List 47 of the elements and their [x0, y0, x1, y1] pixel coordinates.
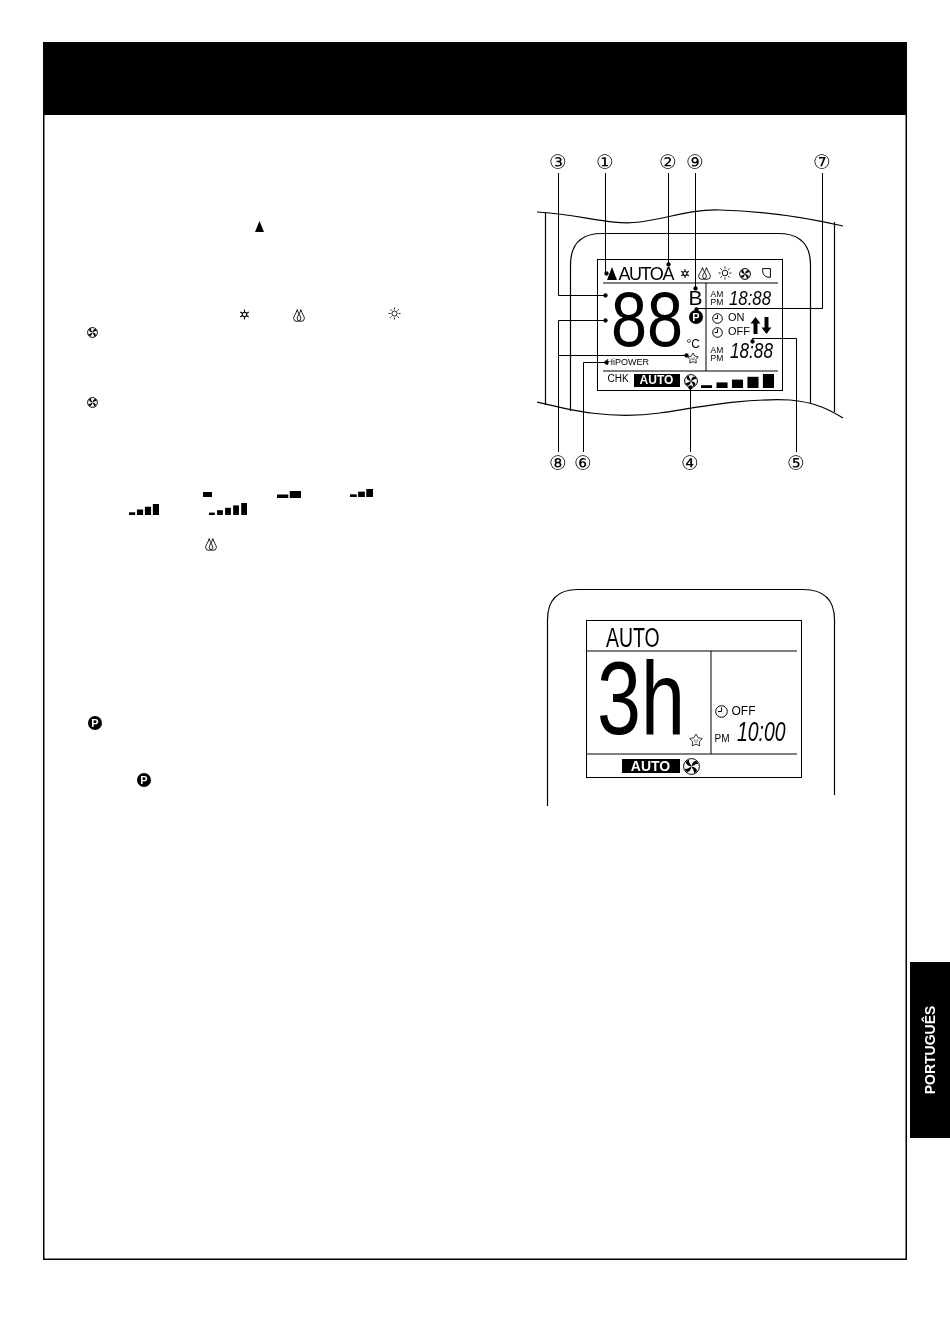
p-symbol: P	[689, 309, 703, 324]
mode-indicator: AUTO	[621, 758, 680, 773]
p-symbol: P	[88, 716, 102, 730]
callout-number: ⑦	[811, 151, 833, 173]
lcd-letter: A	[662, 264, 675, 283]
leader-line	[604, 172, 609, 276]
lcd-digits: 88	[605, 288, 683, 351]
leader-line	[693, 172, 698, 291]
callout-number: ⑤	[785, 452, 807, 474]
callout-number: ④	[679, 452, 701, 474]
leader-line	[694, 172, 823, 312]
leader-line	[688, 385, 693, 453]
lcd-label: AM PM	[710, 289, 724, 306]
callout-number: ②	[657, 151, 679, 173]
lcd-label: PM	[714, 733, 730, 744]
triangle-icon	[606, 266, 617, 280]
lcd-clock-digits: 18:88	[728, 288, 772, 307]
callout-number: ③	[547, 151, 569, 173]
p-symbol: P	[137, 773, 151, 787]
lcd-label: CHK	[607, 373, 629, 384]
leader-line	[558, 172, 608, 298]
lcd-clock-digits: 18:88	[729, 341, 775, 361]
callout-number: ⑧	[547, 452, 569, 474]
lcd-screen	[597, 259, 783, 391]
lcd-clock-digits: 10:00	[736, 720, 787, 744]
lcd-label: HiPOWER	[606, 357, 649, 367]
fan-icon	[683, 373, 698, 388]
lcd-label: AUTO	[605, 624, 660, 652]
leader-line	[666, 172, 671, 267]
callout-number: ⑨	[684, 151, 706, 173]
lcd-label: AM PM	[710, 345, 724, 362]
star-face-icon	[686, 351, 699, 364]
callout-number: ⑥	[572, 452, 594, 474]
leader-line	[583, 360, 609, 453]
callout-number: ①	[594, 151, 616, 173]
lcd-screen	[586, 620, 802, 778]
lcd-label: ON	[728, 311, 745, 323]
leader-line	[750, 338, 797, 453]
leader-line	[558, 353, 689, 453]
lcd-label: OFF	[728, 325, 750, 337]
language-label: PORTUGUÊS	[923, 1005, 937, 1095]
lcd-digits: 3h	[596, 656, 685, 740]
lcd-letter: B	[688, 288, 703, 307]
lcd-label: AUTO	[618, 264, 663, 283]
lcd-label: OFF	[731, 704, 756, 717]
lcd-label: °C	[686, 337, 700, 350]
mode-indicator: AUTO	[633, 373, 680, 387]
